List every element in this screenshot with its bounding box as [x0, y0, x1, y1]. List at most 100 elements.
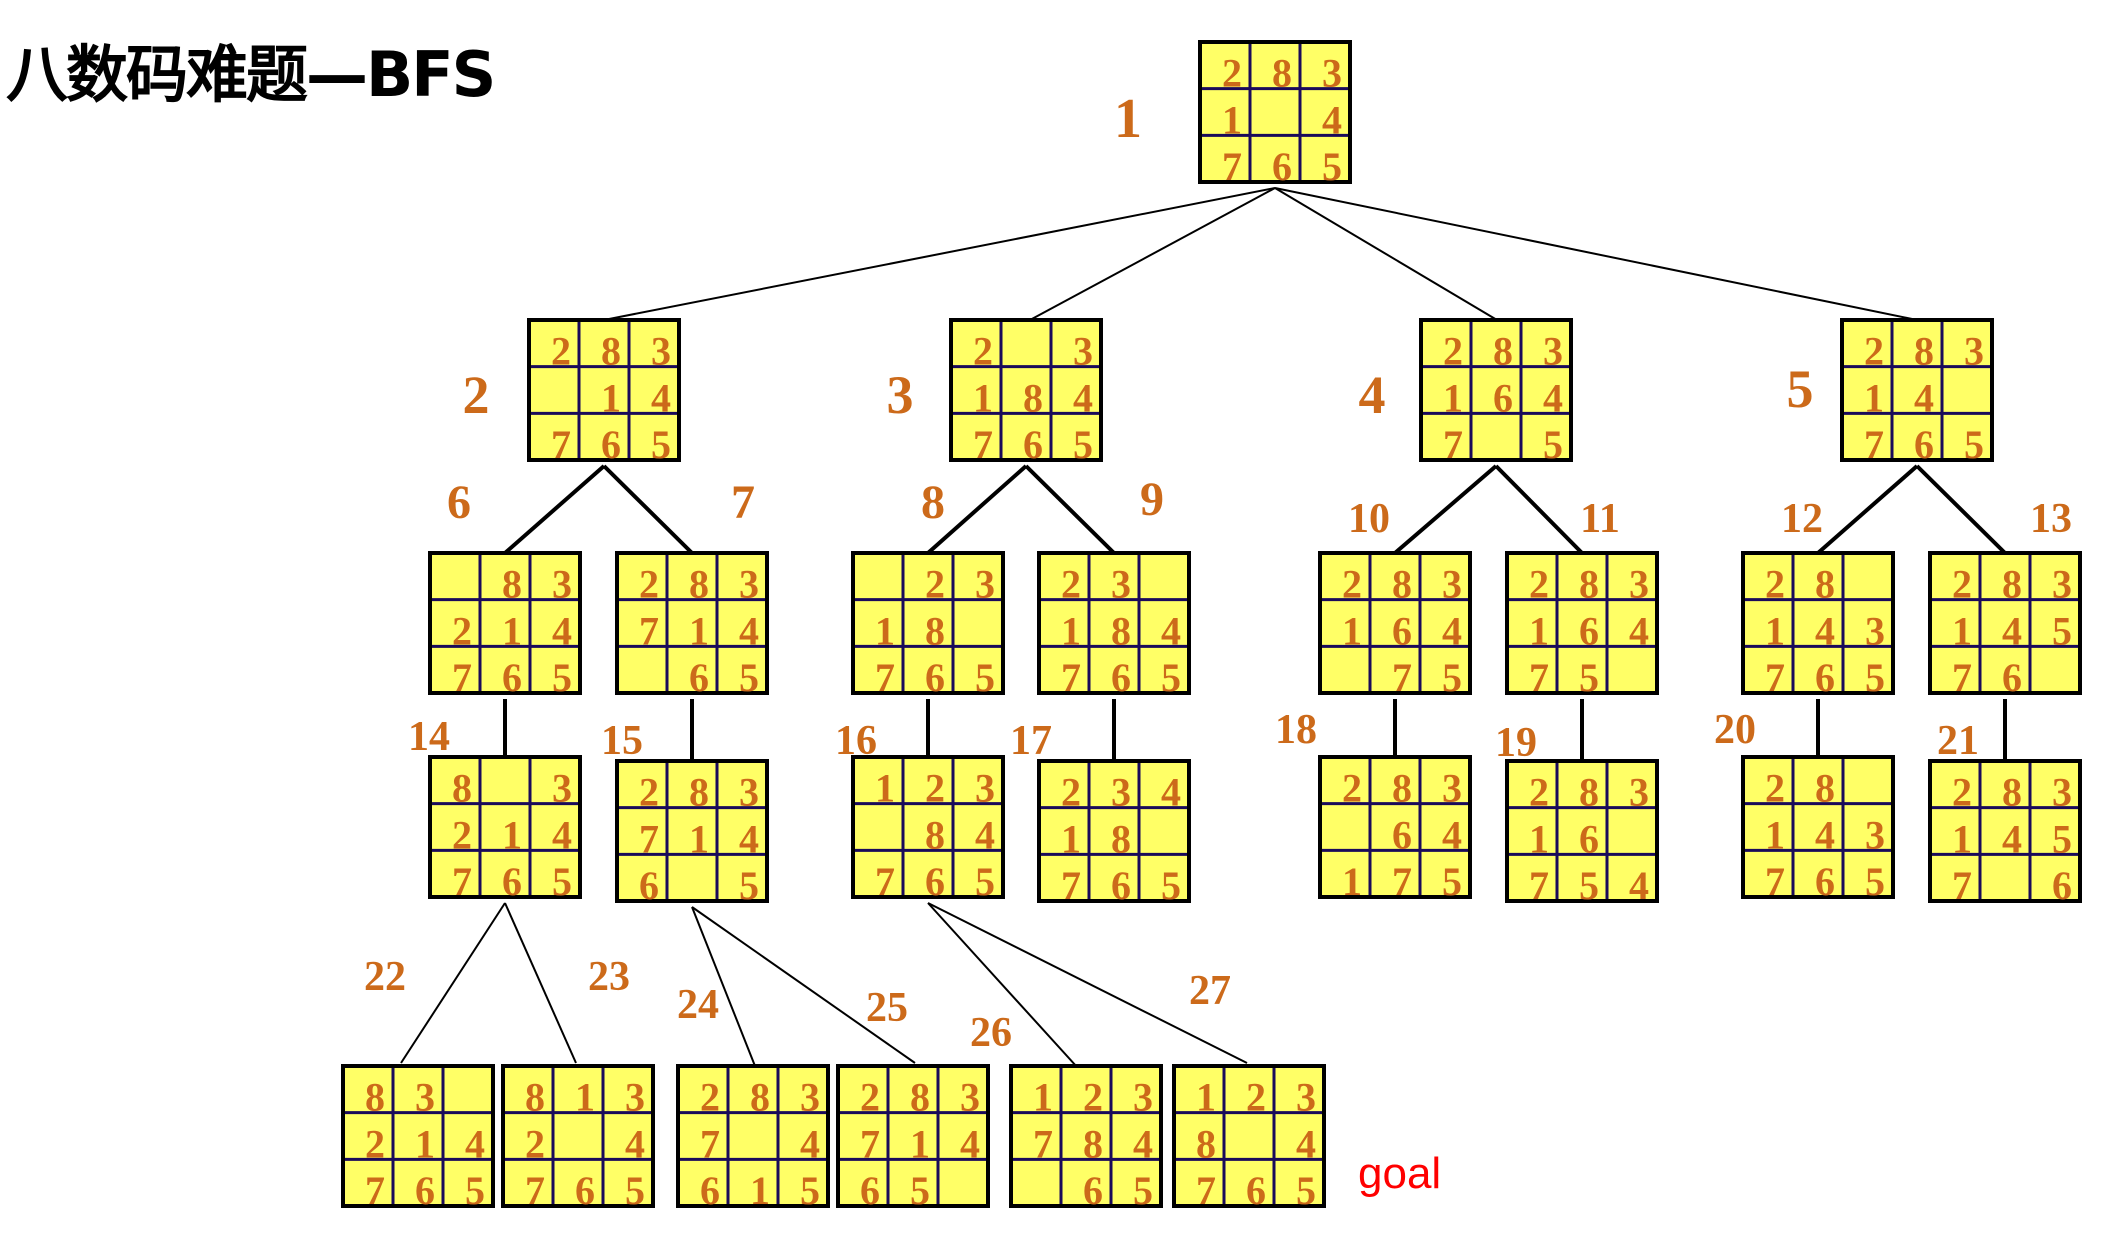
node-label-10: 10 [1348, 496, 1390, 542]
node-label-12: 12 [1781, 496, 1823, 542]
tile-6: 6 [415, 1168, 435, 1213]
board-background [838, 1066, 988, 1206]
board-background [529, 320, 679, 460]
tile-1: 1 [1033, 1075, 1053, 1120]
tile-5: 5 [1133, 1168, 1153, 1213]
tree-edge-4-10 [1393, 464, 1498, 555]
tile-8: 8 [750, 1075, 770, 1120]
node-label-2: 2 [463, 365, 490, 425]
tile-2: 2 [1246, 1075, 1266, 1120]
tile-7: 7 [1196, 1168, 1216, 1213]
tile-4: 4 [800, 1121, 820, 1166]
tile-4: 4 [1161, 770, 1181, 815]
tile-8: 8 [1579, 562, 1599, 607]
tile-6: 6 [689, 655, 709, 700]
tile-1: 1 [1952, 608, 1972, 653]
board-background [1011, 1066, 1161, 1206]
tile-1: 1 [1529, 816, 1549, 861]
board-border [527, 318, 681, 462]
tile-1: 1 [502, 608, 522, 653]
tile-2: 2 [525, 1121, 545, 1166]
tile-2: 2 [1061, 770, 1081, 815]
tile-3: 3 [1442, 562, 1462, 607]
tile-7: 7 [1033, 1121, 1053, 1166]
board-border [428, 755, 582, 899]
tile-6: 6 [1579, 608, 1599, 653]
board-border [851, 551, 1005, 695]
tile-1: 1 [973, 375, 993, 420]
node-label-20: 20 [1714, 707, 1756, 753]
node-label-4: 4 [1359, 365, 1386, 425]
tile-6: 6 [575, 1168, 595, 1213]
tile-8: 8 [1083, 1121, 1103, 1166]
tile-2: 2 [452, 608, 472, 653]
tile-2: 2 [1342, 766, 1362, 811]
tile-8: 8 [1196, 1121, 1216, 1166]
board-background [1743, 553, 1893, 693]
tile-5: 5 [1579, 863, 1599, 908]
tile-6: 6 [925, 655, 945, 700]
tree-edge-15-25 [691, 906, 916, 1064]
tile-8: 8 [1493, 329, 1513, 374]
tree-edge-3-8 [926, 464, 1028, 555]
board-background [1039, 553, 1189, 693]
tile-7: 7 [1765, 859, 1785, 904]
tile-1: 1 [750, 1168, 770, 1213]
tile-6: 6 [1392, 812, 1412, 857]
board-border [949, 318, 1103, 462]
tile-7: 7 [1061, 863, 1081, 908]
tile-7: 7 [973, 422, 993, 467]
board-border [1037, 759, 1191, 903]
board-background [1421, 320, 1571, 460]
tile-1: 1 [875, 608, 895, 653]
tile-6: 6 [502, 655, 522, 700]
tile-1: 1 [689, 816, 709, 861]
tile-5: 5 [651, 422, 671, 467]
tile-8: 8 [452, 766, 472, 811]
tile-1: 1 [875, 766, 895, 811]
tile-8: 8 [689, 562, 709, 607]
tree-edge-5-12 [1816, 464, 1919, 555]
tile-2: 2 [1443, 329, 1463, 374]
tile-4: 4 [1914, 375, 1934, 420]
tile-4: 4 [552, 812, 572, 857]
tile-1: 1 [601, 375, 621, 420]
tile-2: 2 [1083, 1075, 1103, 1120]
tile-1: 1 [1342, 608, 1362, 653]
tile-8: 8 [1111, 816, 1131, 861]
tile-1: 1 [1443, 375, 1463, 420]
board-background [430, 757, 580, 897]
tile-6: 6 [2052, 863, 2072, 908]
node-label-5: 5 [1787, 359, 1814, 419]
tile-6: 6 [1111, 655, 1131, 700]
tile-8: 8 [525, 1075, 545, 1120]
tile-3: 3 [552, 562, 572, 607]
tile-3: 3 [1629, 770, 1649, 815]
tile-6: 6 [1815, 655, 1835, 700]
tree-edges [400, 187, 2007, 1079]
tile-5: 5 [910, 1168, 930, 1213]
node-label-1: 1 [1114, 88, 1142, 150]
tree-edge-1-4 [1274, 187, 1498, 321]
tree-edge-4-11 [1494, 464, 1584, 555]
tile-6: 6 [700, 1168, 720, 1213]
tile-5: 5 [975, 859, 995, 904]
tree-edge-16-27 [927, 902, 1248, 1064]
tree-edge-2-7 [602, 464, 694, 555]
board-background [1200, 42, 1350, 182]
tile-8: 8 [910, 1075, 930, 1120]
tile-3: 3 [1296, 1075, 1316, 1120]
tree-edge-3-9 [1024, 464, 1116, 555]
